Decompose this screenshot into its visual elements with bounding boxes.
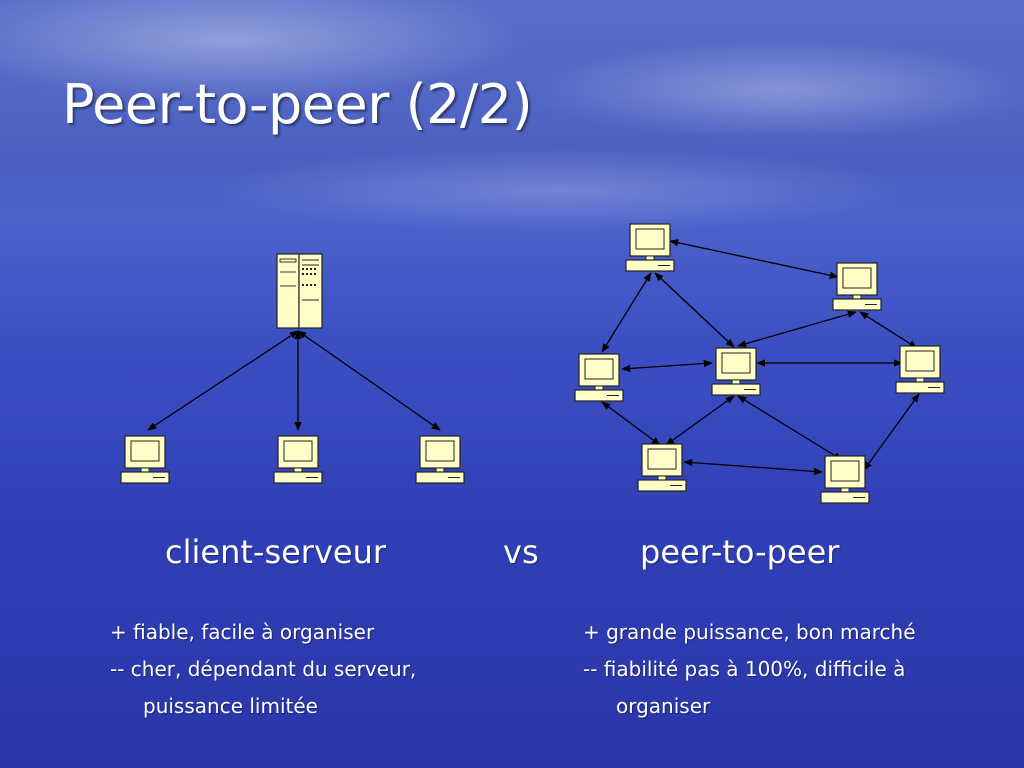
client-server-arrows	[147, 330, 441, 431]
client-server-con-cont: puissance limitée	[143, 694, 318, 718]
peer-to-peer-diagram	[574, 223, 945, 504]
client-server-con: -- cher, dépendant du serveur,	[110, 657, 417, 681]
computer-icon	[637, 443, 687, 492]
peer-to-peer-con: -- fiabilité pas à 100%, difficile à	[583, 657, 906, 681]
server-icon	[276, 253, 323, 329]
client-server-diagram	[120, 253, 465, 484]
computer-icon	[895, 345, 945, 394]
computer-icon	[120, 435, 170, 484]
peer-to-peer-points: + grande puissance, bon marché -- fiabil…	[583, 614, 916, 725]
client-server-label: client-serveur	[165, 533, 387, 571]
computer-icon	[820, 455, 870, 504]
computer-icon	[711, 347, 761, 396]
arrow-server-client-3	[297, 330, 441, 431]
peer-to-peer-label: peer-to-peer	[640, 533, 840, 571]
peer-to-peer-pro: + grande puissance, bon marché	[583, 620, 916, 644]
client-server-pro: + fiable, facile à organiser	[110, 620, 375, 644]
computer-icon	[273, 435, 323, 484]
computer-icon	[625, 223, 675, 272]
client-server-points: + fiable, facile à organiser -- cher, dé…	[110, 614, 416, 725]
peer-to-peer-arrows	[601, 239, 920, 476]
arrow-server-client-1	[147, 330, 299, 431]
computer-icon	[415, 435, 465, 484]
computer-icon	[832, 262, 882, 311]
peer-to-peer-con-cont: organiser	[616, 694, 711, 718]
slide-title: Peer-to-peer (2/2)	[62, 73, 533, 136]
vs-label: vs	[503, 533, 539, 571]
computer-icon	[574, 353, 624, 402]
